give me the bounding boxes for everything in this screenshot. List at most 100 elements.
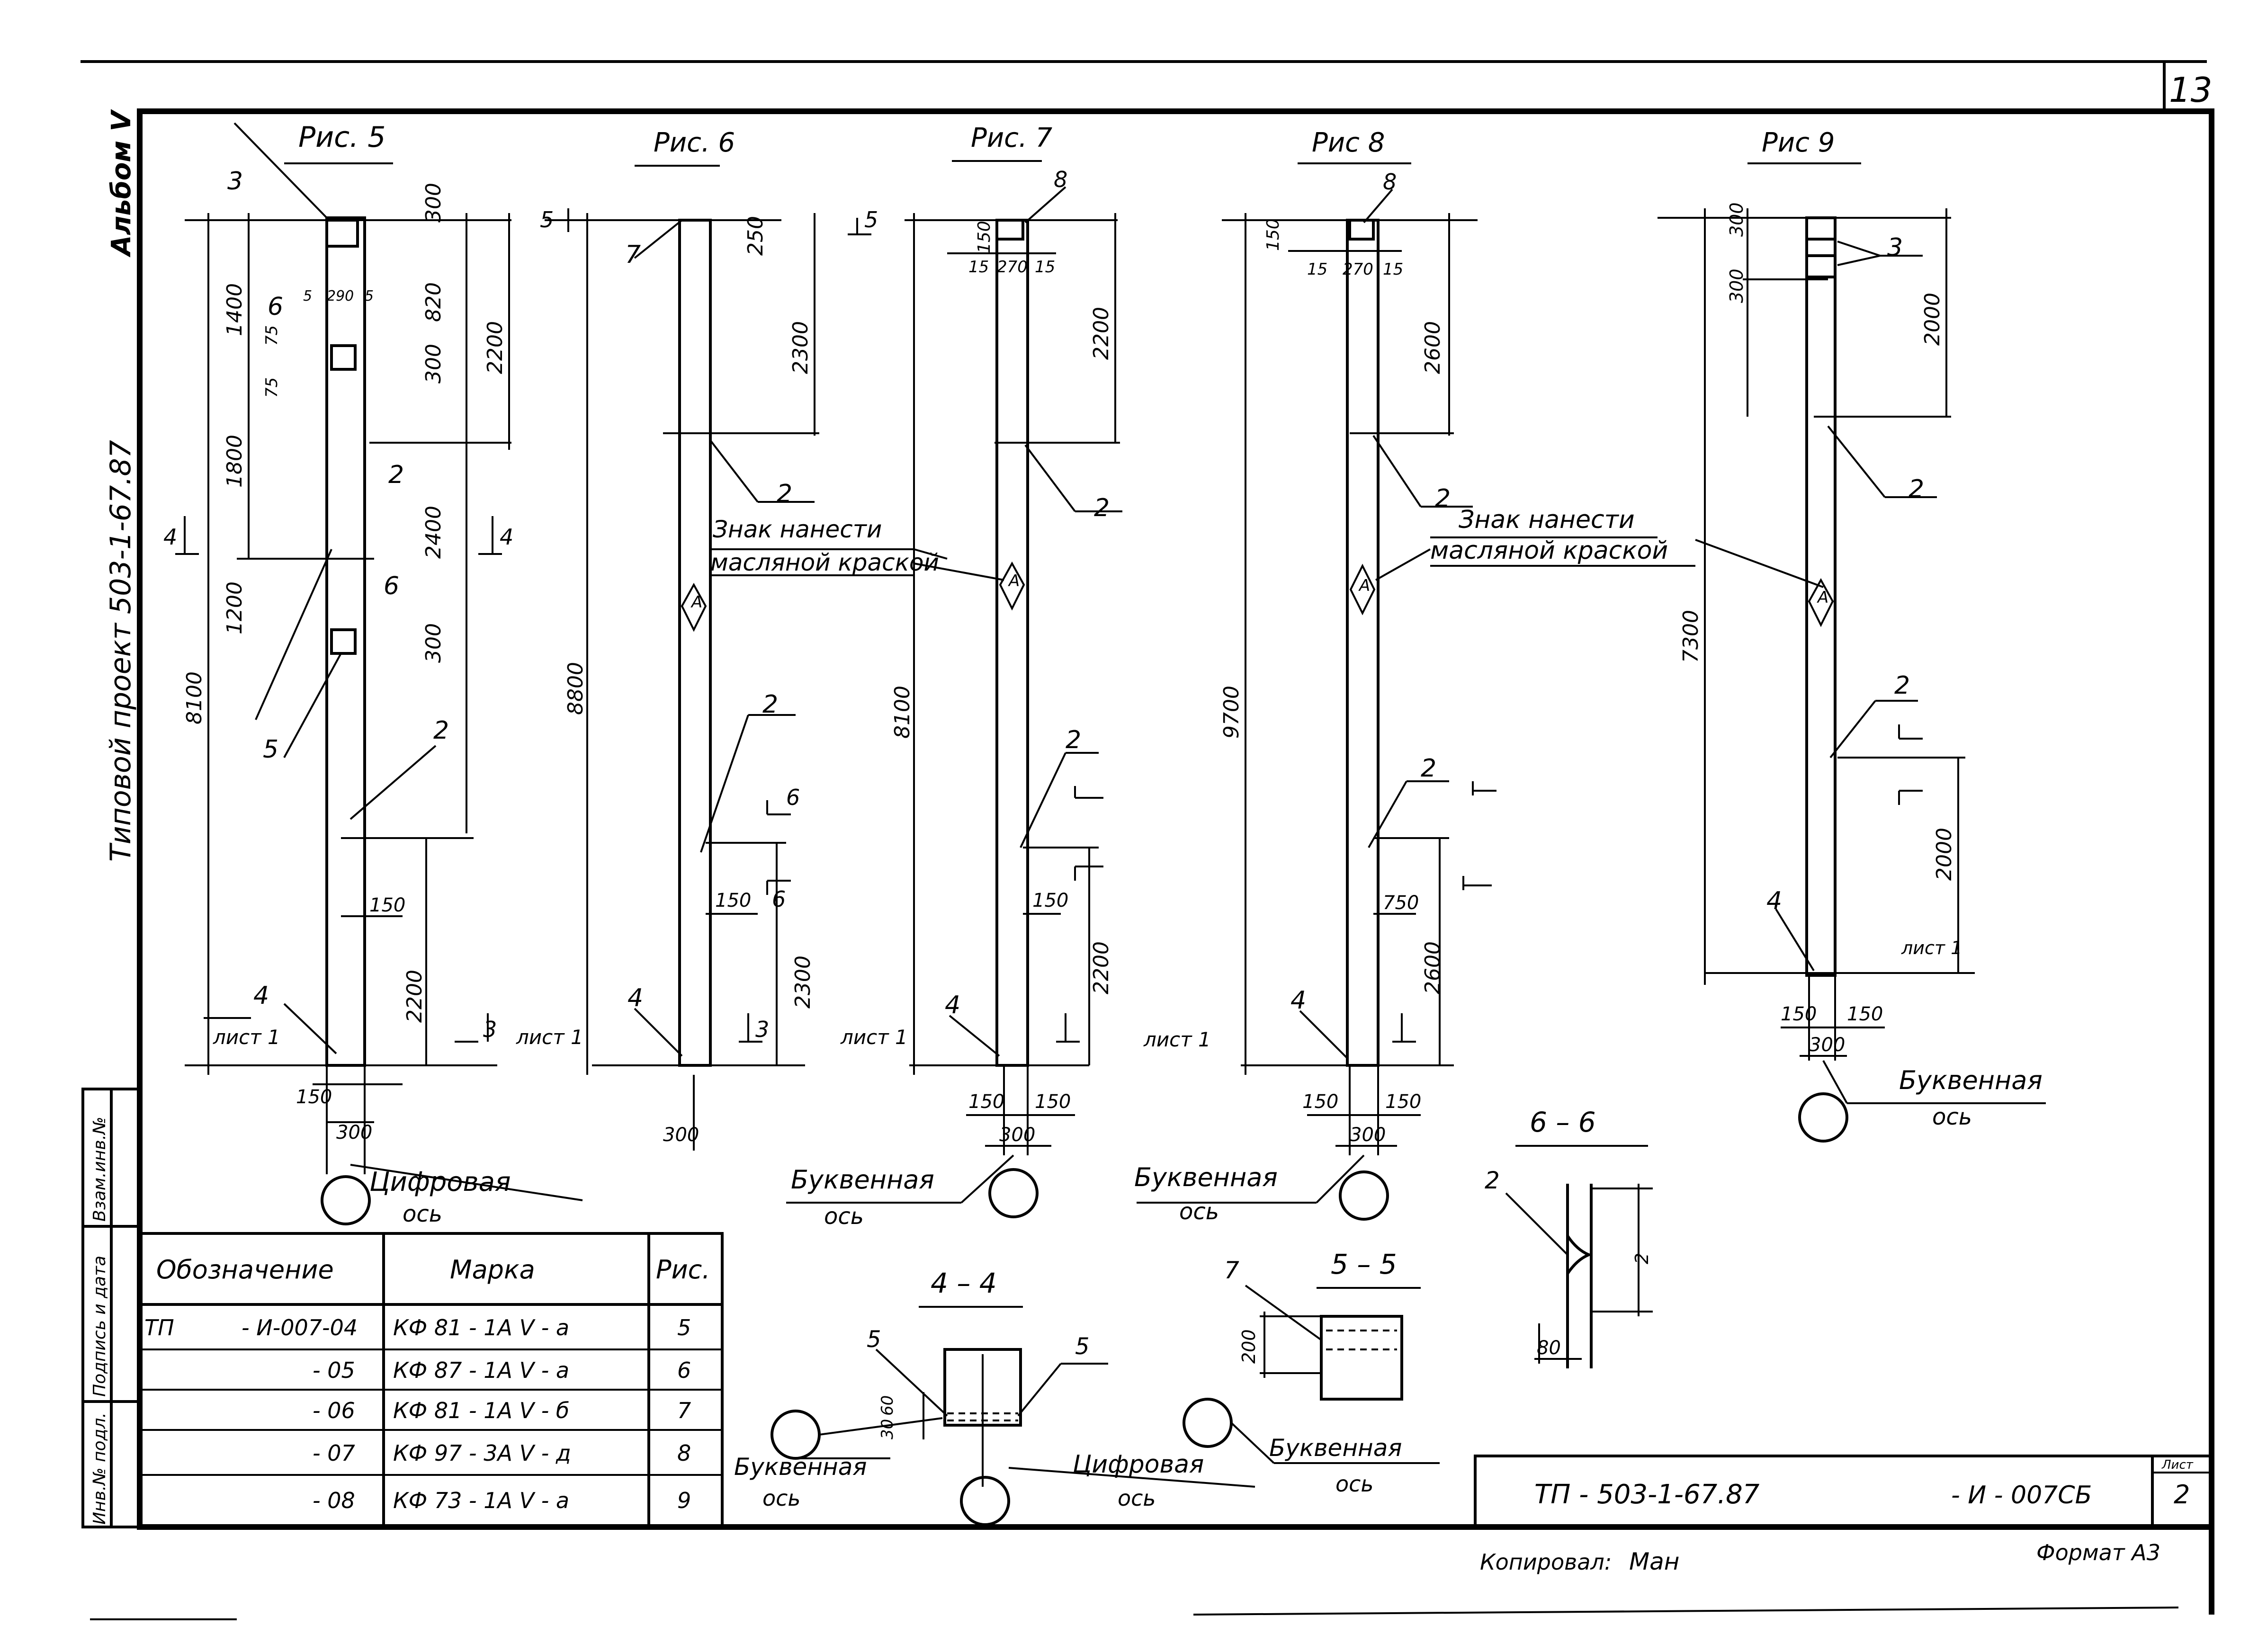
figure-6: Рис. 6 [545,127,819,1151]
section-4-4-callout-5b: 5 [1075,1333,1090,1360]
fig5-small-5a: 5 [303,288,312,304]
fig6-dim-2300a: 2300 [789,321,813,374]
fig5-dim-2200a: 2200 [483,321,507,374]
fig9-marker-A: A [1817,588,1828,607]
fig7-dim-150m: 150 [1032,890,1068,911]
fig5-dim-1400: 1400 [223,283,247,336]
fig6-dim-150: 150 [715,890,751,911]
fig8-marker-A: A [1358,576,1370,595]
table-header-designation: Обозначение [156,1255,334,1285]
table-row1-code: - И-007-04 [242,1315,358,1340]
section-4-4: 4 – 4 [771,1267,1255,1526]
fig8-dim-150l: 150 [1302,1091,1338,1113]
stamp-field-1: Инв.№ подл. [90,1412,109,1525]
fig8-callout-4: 4 [1290,986,1306,1015]
section-mark-6a: 6 [786,785,800,810]
fig8-axis-letter: Буквенная [1134,1162,1278,1192]
table-row2-code: - 05 [313,1357,355,1383]
fig6-callout-7: 7 [625,241,641,269]
fig5-dim-75a: 75 [262,325,281,346]
fig6-marker-A: A [690,593,702,612]
project-label: Типовой проект 503-1-67.87 [104,440,137,862]
fig5-dim-1800: 1800 [223,435,247,488]
copied-by-label: Копировал: [1480,1549,1612,1575]
fig5-dim-75b: 75 [262,377,281,398]
fig5-axis-word: ось [403,1201,442,1227]
fig9-dim-150l: 150 [1781,1003,1817,1025]
fig5-callout-4: 4 [253,982,269,1010]
fig7-dim-150r: 150 [1035,1091,1071,1113]
fig7-axis-letter: Буквенная [791,1165,934,1195]
section-6-6-dim-80: 80 [1537,1337,1561,1359]
fig5-dim-2200b: 2200 [403,970,427,1023]
fig9-axis-letter: Буквенная [1899,1065,2043,1095]
section-mark-4a: 4 [163,524,177,550]
fig8-dim-2600a: 2600 [1421,321,1445,374]
title-block-sheet-label: Лист [2161,1458,2194,1472]
fig6-callout-4: 4 [627,984,643,1012]
fig7-callout-2b: 2 [1066,726,1081,754]
fig6-dim-300: 300 [663,1124,699,1146]
fig9-callout-2a: 2 [1909,475,1924,503]
fig7-dim-270: 270 [997,258,1028,277]
section-5-5-axis-word: ось [1335,1471,1374,1497]
fig7-dim-150: 150 [975,221,994,253]
fig7-callout-8: 8 [1054,167,1067,192]
fig5-dim-150: 150 [369,894,405,916]
table-row5-fig: 9 [677,1488,691,1513]
fig6-dim-250: 250 [744,216,768,256]
fig5-callout-2b: 2 [433,716,449,745]
fig9-callout-4: 4 [1766,887,1782,915]
fig7-dim-15b: 15 [1035,258,1055,277]
figure-5: Рис. 5 [185,121,583,1225]
fig7-dim-300: 300 [999,1124,1035,1146]
fig7-dim-15a: 15 [968,258,989,277]
fig9-dim-300: 300 [1809,1034,1845,1056]
table-row4-fig: 8 [677,1440,691,1466]
paint-note-line1: Знак нанести [713,516,882,543]
section-mark-3b: 3 [755,1017,769,1042]
fig8-dim-750: 750 [1383,892,1419,914]
fig5-dim-300a: 300 [421,183,446,223]
section-4-4-title: 4 – 4 [931,1267,997,1299]
fig5-dim-150l: 150 [296,1086,332,1108]
table-row3-mark: КФ 81 - 1А V - б [393,1398,569,1423]
fig9-dim-150r: 150 [1847,1003,1883,1025]
title-block-sheet: 2 [2174,1480,2190,1509]
fig6-callout-2a: 2 [777,480,792,508]
fig5-dim-300: 300 [336,1122,372,1143]
fig5-dim-1200: 1200 [223,581,247,634]
fig7-title: Рис. 7 [971,123,1053,153]
table-row1-mark: КФ 81 - 1А V - а [393,1315,569,1340]
table-row5-code: - 08 [313,1488,355,1513]
figure-7: Рис. 7 [786,123,1122,1218]
fig5-title: Рис. 5 [298,121,385,154]
fig8-dim-9700: 9700 [1219,686,1244,739]
section-5-5-callout-7: 7 [1224,1257,1239,1284]
fig8-axis-word: ось [1179,1198,1219,1225]
fig5-callout-2a: 2 [388,461,404,489]
fig6-dim-8800: 8800 [564,662,588,715]
fig8-dim-150r: 150 [1385,1091,1421,1113]
title-block-suffix: - И - 007СБ [1951,1481,2092,1509]
section-4-4-axis-letter: Буквенная [734,1453,867,1481]
format-label: Формат А3 [2036,1540,2160,1565]
section-mark-5a: 5 [540,207,554,232]
stamp-field-2: Подпись и дата [90,1256,109,1397]
fig5-dim-8100: 8100 [182,671,206,724]
figure-9: Рис 9 [1658,127,2046,1143]
stamp-field-3: Взам.инв.№ [90,1116,109,1222]
fig9-dim-300b: 300 [1726,268,1747,303]
fig5-dim-820: 820 [421,282,446,322]
fig8-dim-2600b: 2600 [1421,941,1445,994]
fig5-dim-300c: 300 [421,623,446,663]
fig7-callout-4: 4 [945,991,960,1019]
fig7-dim-8100: 8100 [890,686,914,739]
fig7-axis-word: ось [824,1203,864,1230]
fig5-dim-2400: 2400 [421,506,446,559]
fig7-dim-2200a: 2200 [1089,307,1113,360]
copied-by-signature: Ман [1629,1548,1679,1575]
section-mark-3a: 3 [483,1017,497,1042]
